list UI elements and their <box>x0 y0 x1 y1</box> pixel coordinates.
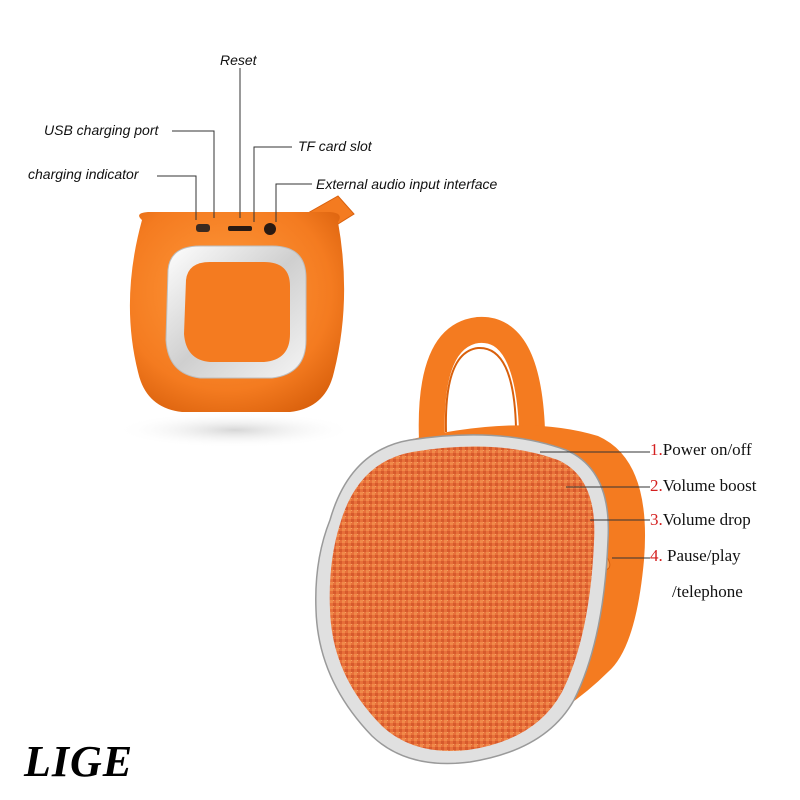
usb-leader-line <box>172 130 215 218</box>
brand-logo: LIGE <box>24 737 134 786</box>
button-label-pause-play: 4. Pause/play <box>650 546 741 566</box>
button-text: Volume drop <box>662 510 751 529</box>
usb-port-icon <box>196 224 210 232</box>
back-view-speaker <box>115 195 355 448</box>
button-label-volume-boost: 2.Volume boost <box>650 476 756 496</box>
front-view-speaker <box>315 316 646 765</box>
button-text: Volume boost <box>662 476 757 495</box>
tf-card-slot-label: TF card slot <box>298 138 372 154</box>
button-number: 3. <box>650 510 663 529</box>
charging-leader-line <box>157 175 197 220</box>
button-number: 4. <box>650 546 663 565</box>
reset-label: Reset <box>220 52 257 68</box>
button-number: 2. <box>650 476 663 495</box>
audio-leader-line <box>275 183 312 222</box>
charging-indicator-label: charging indicator <box>28 166 139 182</box>
port-leader-lines <box>157 68 312 222</box>
usb-charging-port-label: USB charging port <box>44 122 159 138</box>
button-number: 1. <box>650 440 663 459</box>
tf-leader-line <box>253 146 292 222</box>
button-label-power: 1.Power on/off <box>650 440 752 460</box>
tf-slot-icon <box>228 226 252 231</box>
button-label-volume-drop: 3.Volume drop <box>650 510 751 530</box>
button-leader-lines <box>540 451 650 559</box>
button-text: Pause/play <box>667 546 741 565</box>
button-label-telephone: /telephone <box>672 582 743 601</box>
audio-input-label: External audio input interface <box>316 176 498 192</box>
button-text: Power on/off <box>662 440 752 459</box>
audio-jack-icon <box>264 223 276 235</box>
